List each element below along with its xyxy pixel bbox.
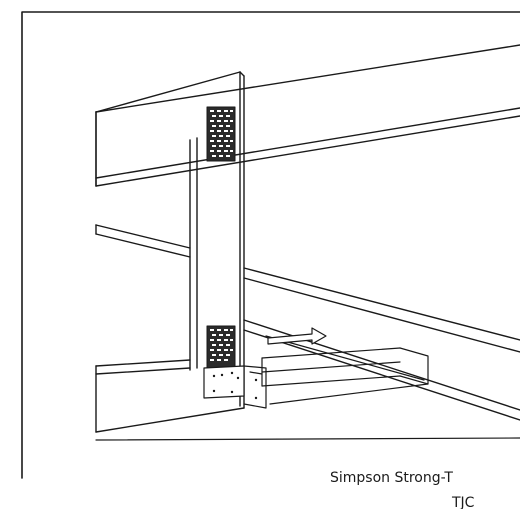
vertical-web-member — [95, 71, 245, 409]
caption-product-name: Simpson Strong-T — [330, 470, 453, 486]
outer-border — [21, 11, 520, 479]
lower-chord — [95, 319, 520, 433]
caption-model-code: TJC — [452, 495, 475, 509]
direction-arrow — [267, 327, 327, 345]
middle-chord — [95, 224, 520, 353]
joist-hanger-rail — [261, 335, 429, 405]
tjc-bracket — [203, 365, 267, 409]
upper-nail-plate — [206, 106, 236, 162]
lower-nail-plate — [206, 325, 236, 369]
scene-baseline — [95, 437, 520, 441]
upper-chord — [95, 44, 520, 187]
